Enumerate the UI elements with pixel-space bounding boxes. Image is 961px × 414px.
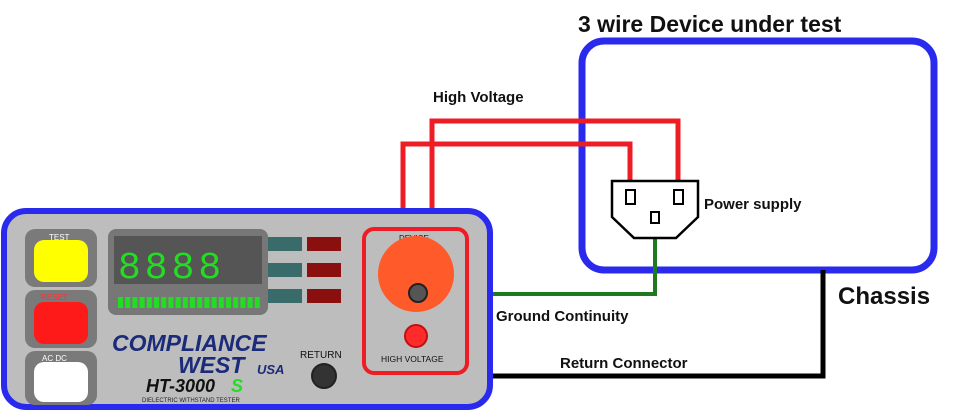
model-name: HT-3000 <box>146 376 215 396</box>
high-voltage-lamp <box>404 324 428 348</box>
led-display <box>114 236 262 284</box>
led-bar-segment <box>233 297 239 308</box>
led-bar-segment <box>247 297 253 308</box>
led-bar-segment <box>139 297 145 308</box>
hv-wire-right <box>429 118 681 272</box>
led-bar-segment <box>240 297 246 308</box>
device-output-socket[interactable] <box>378 236 454 312</box>
led-bar-segment <box>197 297 203 308</box>
reset-button-label: RESET <box>41 293 68 302</box>
return-connector-label: Return Connector <box>560 355 688 372</box>
brand-usa: USA <box>257 362 284 377</box>
ground-terminal <box>408 283 428 303</box>
led-bar-segment <box>175 297 181 308</box>
tester-instrument: TEST RESET AC DC 8888 COMPLIANCE WEST US… <box>1 208 493 410</box>
led-bar-segment <box>190 297 195 308</box>
led-bar-segment <box>161 297 167 308</box>
indicator-red-2 <box>307 263 341 277</box>
led-bar-segment <box>118 297 123 308</box>
led-bar-segment <box>254 297 260 308</box>
indicator-red-1 <box>307 237 341 251</box>
chassis-label: Chassis <box>838 283 930 310</box>
return-connector[interactable] <box>311 363 337 389</box>
led-bar-segment <box>132 297 138 308</box>
ground-continuity-label: Ground Continuity <box>496 308 629 325</box>
led-bar-segment <box>204 297 210 308</box>
led-bar-segment <box>168 297 174 308</box>
led-bar-segment <box>146 297 152 308</box>
led-bar-segment <box>125 297 131 308</box>
test-button[interactable] <box>34 240 88 282</box>
power-supply-label: Power supply <box>704 196 802 213</box>
device-title: 3 wire Device under test <box>578 11 842 37</box>
ground-continuity-wire <box>418 222 657 296</box>
model-subtitle: DIELECTRIC WITHSTAND TESTER <box>142 398 240 404</box>
model-suffix: S <box>231 376 243 396</box>
led-bar-graph <box>118 297 260 308</box>
brand-line2: WEST <box>178 352 246 378</box>
led-bar-segment <box>182 297 188 308</box>
led-bar-segment <box>226 297 231 308</box>
reset-button[interactable] <box>34 302 88 344</box>
test-button-label: TEST <box>49 233 70 242</box>
indicator-teal-3 <box>268 289 302 303</box>
brand-line1: COMPLIANCE <box>112 330 267 356</box>
indicator-teal-2 <box>268 263 302 277</box>
power-supply-socket <box>610 179 700 240</box>
indicator-teal-1 <box>268 237 302 251</box>
led-bar-segment <box>218 297 224 308</box>
acdc-button-label: AC DC <box>42 354 67 363</box>
acdc-button[interactable] <box>34 362 88 402</box>
led-digits: 8888 <box>118 247 225 290</box>
led-bar-segment <box>211 297 217 308</box>
return-label: RETURN <box>300 350 342 361</box>
high-voltage-label: High Voltage <box>433 89 524 106</box>
indicator-red-3 <box>307 289 341 303</box>
led-bar-segment <box>154 297 159 308</box>
high-voltage-panel-label: HIGH VOLTAGE <box>381 354 444 364</box>
